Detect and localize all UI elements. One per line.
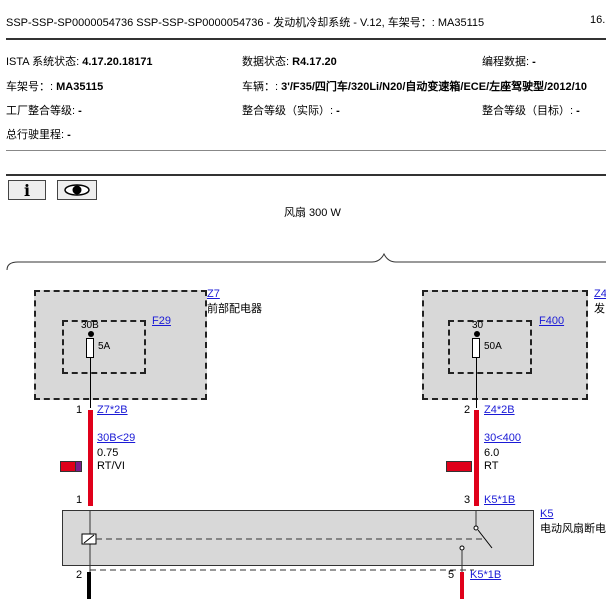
factory-integration-level: 工厂整合等级: -	[6, 105, 82, 117]
z7-pin-number: 1	[76, 404, 83, 416]
k5-pin-right-bottom: 5	[448, 569, 455, 581]
document-title: SSP-SSP-SP0000054736 SSP-SSP-SP000005473…	[6, 17, 485, 29]
wire1-swatch-primary	[60, 461, 76, 472]
vin: 车架号：: MA35115	[6, 81, 104, 93]
k5-link[interactable]: K5	[540, 508, 554, 520]
wire1-size: 0.75	[97, 447, 119, 459]
z7-module-outline	[34, 290, 207, 400]
z4-pin-number: 2	[464, 404, 471, 416]
k5-relay-internals	[81, 510, 493, 574]
programming-data: 编程数据: -	[482, 56, 536, 68]
wire1-signal-link[interactable]: 30B<29	[97, 432, 136, 444]
z7-fuse-rating: 5A	[98, 341, 111, 352]
z7-terminal-dot	[88, 331, 94, 337]
z4-link[interactable]: Z4	[594, 288, 606, 300]
k5-name: 电动风扇断电	[540, 523, 606, 535]
z4-connector-link[interactable]: Z4*2B	[484, 404, 515, 416]
target-integration-level: 整合等级（目标）: -	[482, 105, 580, 117]
k5-pin-left-bottom: 2	[76, 569, 83, 581]
z4-fuse-symbol	[472, 338, 480, 358]
z7-inner-wire	[90, 358, 91, 408]
wire2-size: 6.0	[484, 447, 500, 459]
wire2-color: RT	[484, 460, 499, 472]
k5-pin-right-top: 3	[464, 494, 471, 506]
wire-k5-pin2	[87, 572, 91, 599]
view-button[interactable]	[57, 180, 97, 200]
z7-terminal: 30B	[81, 320, 99, 331]
data-status: 数据状态: R4.17.20	[242, 56, 337, 68]
z7-link[interactable]: Z7	[207, 288, 220, 300]
z4-terminal: 30	[472, 320, 484, 331]
wire-30b-29	[88, 410, 93, 506]
total-mileage: 总行驶里程: -	[6, 129, 71, 141]
z4-fuse-outline	[448, 320, 532, 374]
k5-pin-left-top: 1	[76, 494, 83, 506]
k5-connector-top-link[interactable]: K5*1B	[484, 494, 516, 506]
eye-icon	[64, 184, 90, 196]
info-divider	[6, 150, 606, 151]
z7-fuse-symbol	[86, 338, 94, 358]
f29-link[interactable]: F29	[152, 315, 171, 327]
group-brace	[6, 252, 606, 271]
z4-module-outline	[422, 290, 588, 400]
wire1-color: RT/VI	[97, 460, 125, 472]
header-divider	[6, 38, 606, 40]
wire2-signal-link[interactable]: 30<400	[484, 432, 522, 444]
info-icon: i	[23, 180, 31, 200]
wire-30-400	[474, 410, 479, 506]
wire1-swatch-stripe	[75, 461, 82, 472]
k5-connector-bottom-link[interactable]: K5*1B	[470, 569, 502, 581]
actual-integration-level: 整合等级（实际）: -	[242, 105, 340, 117]
z4-fuse-rating: 50A	[484, 341, 502, 352]
toolbar-divider	[6, 174, 606, 176]
vehicle: 车辆：: 3'/F35/四门车/320Li/N20/自动变速箱/ECE/左座驾驶…	[242, 81, 587, 93]
page-number: 16.	[590, 14, 606, 26]
wire2-swatch	[446, 461, 472, 472]
z4-inner-wire	[476, 358, 477, 408]
info-button[interactable]: i	[8, 180, 46, 200]
z7-fuse-outline	[62, 320, 146, 374]
diagram-caption: 风扇 300 W	[284, 207, 341, 219]
ista-status: ISTA 系统状态: 4.17.20.18171	[6, 56, 153, 68]
f400-link[interactable]: F400	[539, 315, 565, 327]
z7-connector-link[interactable]: Z7*2B	[97, 404, 128, 416]
wire-k5-pin5	[460, 572, 464, 599]
z7-name: 前部配电器	[207, 303, 262, 315]
k5-relay-body	[62, 510, 534, 566]
z4-terminal-dot	[474, 331, 480, 337]
z4-name: 发	[594, 303, 605, 315]
